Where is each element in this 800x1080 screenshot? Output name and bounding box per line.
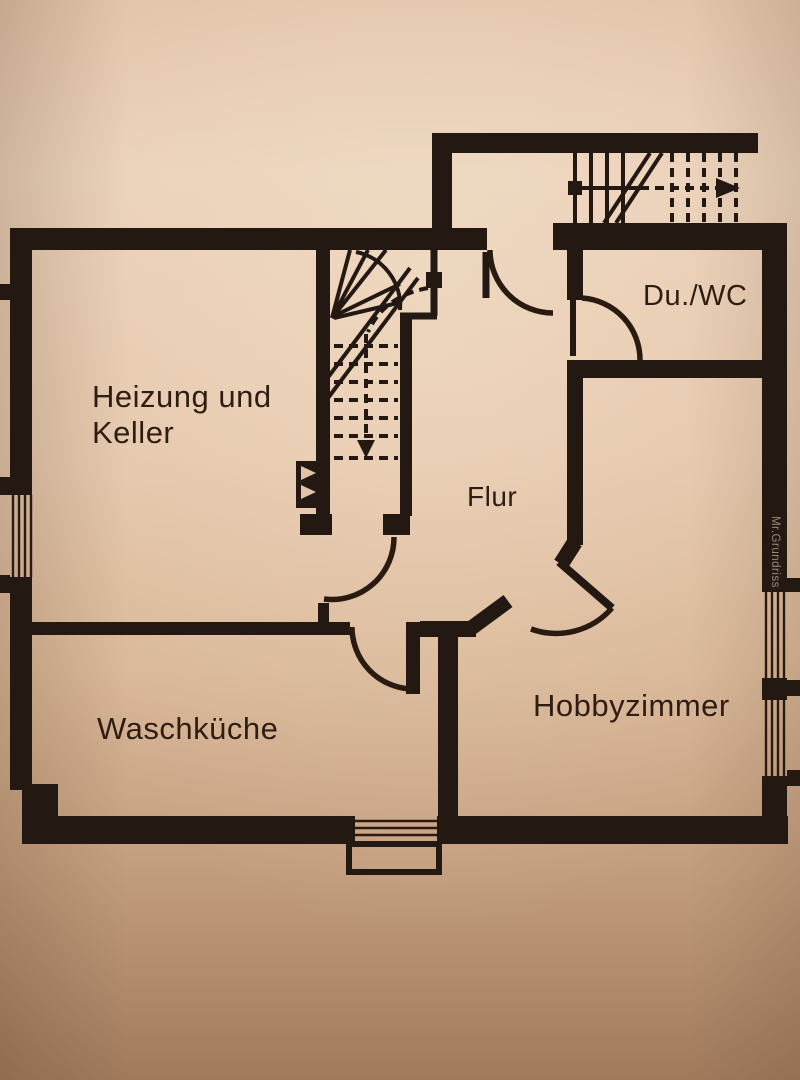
room-flur-label: Flur	[467, 481, 517, 512]
door-leaf	[556, 558, 615, 612]
wall-diagonal-hobby-stub	[465, 594, 513, 636]
room-waschkueche-label: Waschküche	[97, 711, 278, 746]
light-shaft-stub	[787, 680, 800, 696]
wall-bottom-right	[437, 816, 788, 844]
door-leaf	[406, 622, 420, 694]
arrow-right-icon	[716, 178, 740, 198]
light-shaft-stub	[787, 578, 800, 592]
wall-south-connector	[420, 621, 476, 637]
wall-stair-section-left	[432, 150, 452, 230]
wall-stairwell-right	[400, 313, 412, 516]
wall-stair-section-bottom	[553, 223, 787, 250]
doors	[323, 249, 643, 694]
wall-divider-heizung-wasch	[22, 622, 350, 635]
arrow-down-icon	[357, 440, 375, 458]
light-shaft-box	[346, 841, 442, 875]
wall-stair-section-top	[432, 133, 758, 153]
door-hobbyzimmer	[530, 558, 615, 637]
room-hobbyzimmer-label: Hobbyzimmer	[533, 688, 730, 723]
wall-flur-right	[567, 360, 583, 545]
light-shaft-stub	[787, 770, 800, 786]
wall-left-lower	[10, 577, 32, 790]
exterior-stair	[568, 151, 740, 225]
wall-diagonal-flur-jog	[554, 537, 582, 569]
door-duwc	[570, 295, 643, 361]
wall-left-upper	[10, 228, 32, 495]
window-right-2	[764, 700, 786, 776]
room-heizung-label-line1: Heizung und	[92, 379, 272, 414]
watermark-text: Mr.Grundriss	[769, 516, 781, 588]
stair-break-line	[326, 276, 420, 400]
interior-stair	[318, 248, 442, 460]
wall-corner-step	[22, 784, 58, 820]
light-shaft-stub	[0, 575, 10, 593]
door-waschkueche	[349, 622, 420, 694]
stair-break-line	[318, 266, 412, 390]
light-shaft-stub	[0, 284, 10, 300]
door-heizung	[323, 536, 397, 603]
wall-stairwell-right-frame	[383, 514, 410, 535]
wall-right-upper	[762, 227, 787, 592]
stair-start-dot	[426, 272, 442, 288]
chimney-hatch-triangle	[301, 485, 316, 499]
wall-duwc-bottom	[567, 360, 787, 378]
inner-walls	[22, 250, 787, 816]
wall-divider-wasch-hobby	[438, 634, 458, 816]
wall-duwc-left-upper	[567, 250, 583, 300]
windows	[0, 284, 800, 875]
outer-walls	[10, 133, 788, 844]
window-left	[0, 477, 33, 593]
door-stop-stub	[318, 603, 329, 623]
window-bottom	[346, 819, 442, 875]
door-entry	[482, 249, 554, 316]
wall-top-main	[10, 228, 487, 250]
light-shaft-stub	[0, 477, 10, 495]
room-heizung-label-line2: Keller	[92, 415, 174, 450]
chimney-hatch-triangle	[301, 466, 316, 480]
window-right-1	[764, 592, 786, 678]
wall-stairwell-left-frame	[300, 514, 332, 535]
room-duwc-label: Du./WC	[643, 280, 748, 312]
room-labels: Heizung und Keller Du./WC Flur Waschküch…	[92, 280, 748, 746]
chimney	[296, 461, 325, 508]
wall-right-mid	[762, 678, 787, 700]
wall-bottom-left	[22, 816, 355, 844]
